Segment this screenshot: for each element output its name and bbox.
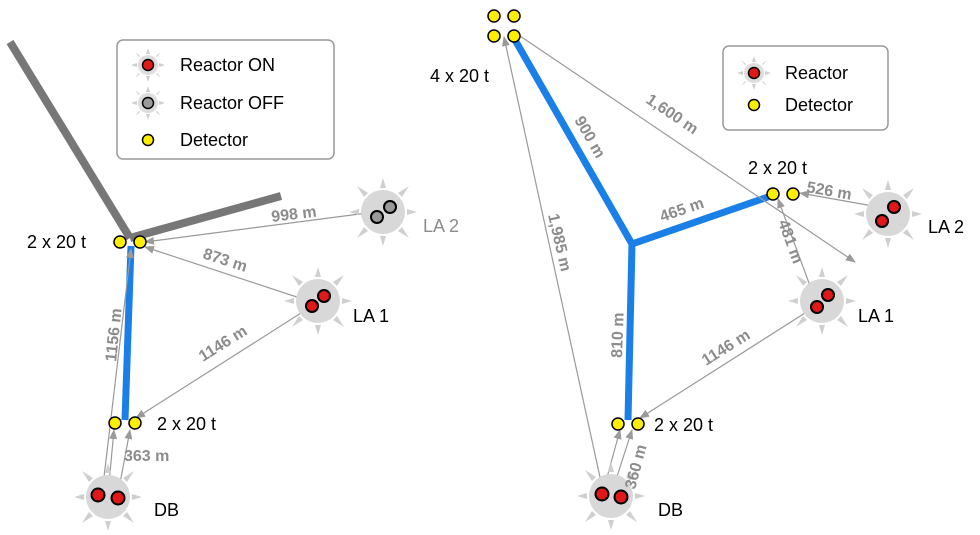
la2-label-left: LA 2	[423, 216, 459, 236]
legend-detector-right: Detector	[785, 95, 853, 115]
dist-900: 900 m	[571, 114, 608, 162]
legend-reactor-off: Reactor OFF	[180, 93, 284, 113]
la2-reactors-right	[854, 180, 922, 248]
reactor-icon-right	[747, 66, 761, 80]
legend-left: Reactor ON Reactor OFF Detector	[116, 39, 335, 160]
la2-label-right: LA 2	[928, 217, 964, 237]
la1-label-left: LA 1	[353, 306, 389, 326]
dist-363-left: 363 m	[124, 448, 169, 465]
old-tunnel-east	[128, 192, 283, 242]
legend-detector: Detector	[180, 130, 248, 150]
reactor-off-icon	[141, 96, 155, 110]
detectors-far-hall	[487, 9, 521, 43]
dist-1600: 1,600 m	[643, 91, 701, 138]
detector-icon-right	[747, 98, 761, 112]
reactor-on-icon	[141, 58, 155, 72]
dist-810: 810 m	[609, 312, 628, 358]
la2-reactors-left	[349, 178, 417, 246]
legend-reactor-on: Reactor ON	[180, 55, 275, 75]
detector-icon	[141, 133, 155, 147]
legend-right: Reactor Detector	[722, 45, 889, 131]
db-label-left: DB	[154, 500, 179, 520]
detectors-hall-top-left	[113, 235, 147, 249]
tunnels-right	[507, 31, 770, 421]
right-panel: Reactor Detector 4 x 20 t 2 x 20 t 2 x 2…	[430, 9, 964, 530]
hall-far-label: 4 x 20 t	[430, 66, 489, 86]
tunnel-db-to-hall	[121, 245, 135, 421]
la1-label-right: LA 1	[858, 306, 894, 326]
la1-reactors-right	[788, 267, 856, 335]
dist-526: 526 m	[805, 179, 853, 204]
hall-bottom-label-left: 2 x 20 t	[157, 414, 216, 434]
dist-481: 481 m	[774, 218, 805, 266]
dist-998-left: 998 m	[270, 204, 317, 226]
dist-360: 360 m	[622, 443, 650, 491]
db-reactors-right	[577, 462, 645, 530]
la1-reactors-left	[284, 267, 352, 335]
old-tunnel-west	[6, 39, 134, 241]
left-panel: Reactor ON Reactor OFF Detector LA 2 LA …	[6, 39, 459, 531]
dist-1146-left: 1146 m	[196, 323, 250, 366]
hall-la-label: 2 x 20 t	[748, 158, 807, 178]
detectors-hall-bottom-left	[108, 416, 142, 430]
detectors-db-hall	[611, 417, 645, 431]
hall-db-label: 2 x 20 t	[654, 415, 713, 435]
dist-1156-left: 1156 m	[103, 308, 125, 363]
db-label-right: DB	[658, 500, 683, 520]
dist-873-left: 873 m	[201, 246, 249, 276]
db-reactors-left	[74, 463, 142, 531]
detectors-la-hall	[766, 187, 800, 201]
hall-top-label-left: 2 x 20 t	[27, 232, 86, 252]
legend-reactor-right: Reactor	[785, 63, 848, 83]
